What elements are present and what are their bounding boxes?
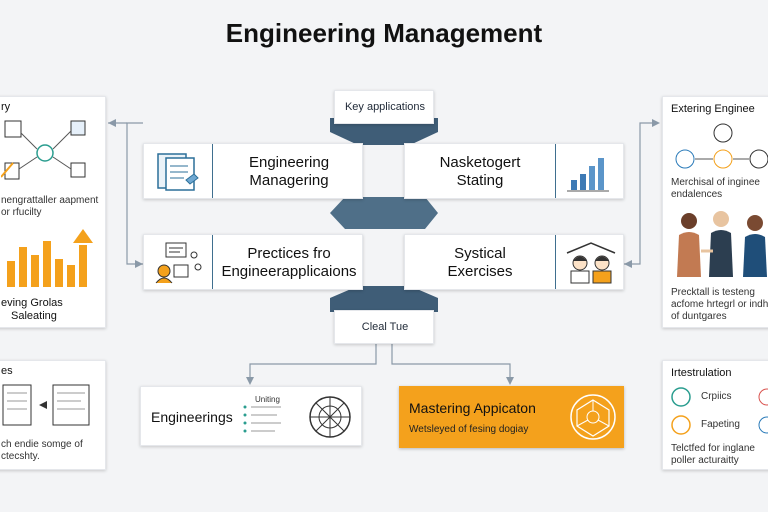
left-top-caption-2: or rfucilty [1,207,42,218]
page-title: Engineering Management [225,18,543,48]
engineerings-box[interactable]: Engineerings Uniting [140,386,362,446]
right-top-caption-2: endalences [671,189,723,200]
right-bottom-caption-1: Telctfed for inglane [671,443,755,454]
orange-bar-chart-icon [7,229,93,287]
practices-box[interactable]: Prectices fro Engineerapplicaions [143,234,363,290]
left-top-chart-caption-2: Saleating [11,310,57,322]
mastering-title: Mastering Appicaton [409,400,536,416]
handshake-icon [677,211,767,277]
box-top-right-line2: Stating [456,172,504,189]
left-bottom-caption-2: ctecshty. [1,451,40,462]
network-icon [1,120,86,180]
cleal-tue-label: Cleal Tue [361,321,409,333]
right-panel-bottom: Irtestrulation Crpiics Fapeting Telctfed… [662,360,768,470]
right-top-caption2-1: Precktall is testeng [671,287,755,298]
right-top-caption2-3: of duntgares [671,311,727,322]
presentation-icon [155,242,202,284]
mastering-subtitle: Wetsleyed of fesing dogiay [409,424,529,435]
box-mid-left-line2: Engineerapplicaions [221,263,357,280]
box-mid-left-line1: Prectices fro [247,245,331,262]
uniting-label: Uniting [255,395,280,404]
document-icon [157,153,199,191]
left-bottom-header: es [1,365,13,377]
right-bottom-header: Irtestrulation [671,367,732,379]
box-top-right-line1: Nasketogert [439,154,521,171]
right-panel-top: Extering Enginee Merchisal of inginee en… [662,96,768,328]
people-icon [566,242,616,284]
side-status-icons [758,388,768,434]
left-panel-top: ry nengrattaller aapment or rfucilty evi… [0,96,106,328]
left-bottom-caption-1: ch endie somge of [1,439,83,450]
status-icons [671,387,691,435]
bar-chart-icon [567,158,609,192]
flow-documents-icon [2,384,90,426]
right-bottom-caption-2: poller acturaitty [671,455,739,466]
box-mid-right-line1: Systical [454,245,506,262]
nasketogert-stating-box[interactable]: Nasketogert Stating [404,143,624,199]
box-mid-right-line2: Exercises [447,263,513,280]
checklist-icon [243,405,281,433]
right-bottom-item-2: Fapeting [701,419,740,430]
key-applications-label: Key applications [344,101,426,113]
mastering-applicaton-box[interactable]: Mastering Appicaton Wetsleyed of fesing … [399,386,624,448]
right-top-header: Extering Enginee [671,103,755,115]
engineerings-title: Engineerings [151,409,233,425]
target-icon [309,396,351,438]
process-cycle-icon [675,123,768,169]
box-top-left-line2: Managering [249,172,329,189]
key-applications-label-box: Key applications [334,90,434,124]
cleal-tue-label-box: Cleal Tue [334,310,434,344]
box-top-left-line1: Engineering [248,154,330,171]
flow-icon [570,394,616,440]
right-top-caption-1: Merchisal of inginee [671,177,760,188]
left-top-chart-caption-1: eving Grolas [1,297,63,309]
right-bottom-item-1: Crpiics [701,391,732,402]
left-panel-bottom: es ch endie somge of ctecshty. [0,360,106,470]
engineering-managering-box[interactable]: Engineering Managering [143,143,363,199]
left-top-caption-1: nengrattaller aapment [1,195,99,206]
right-top-caption2-2: acfome hrtegrl or indh [671,299,768,310]
left-top-header: ry [1,101,11,113]
systical-exercises-box[interactable]: Systical Exercises [404,234,624,290]
